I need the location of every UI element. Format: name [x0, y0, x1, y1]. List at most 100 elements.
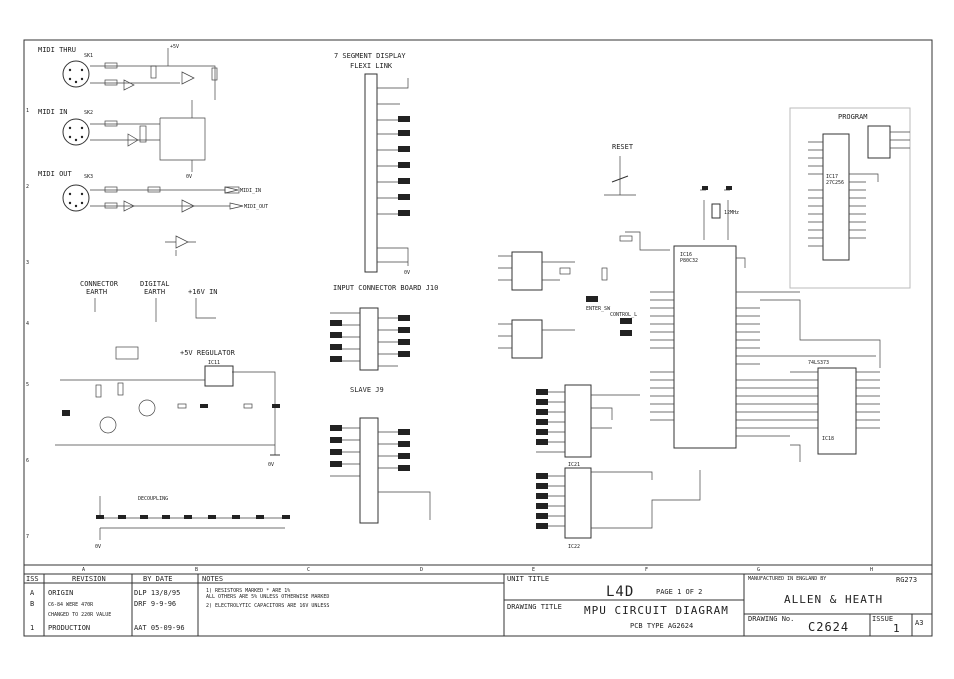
earth-block: CONNECTOR EARTH DIGITAL EARTH +16V IN [80, 280, 218, 322]
flexi-link-label: FLEXI LINK [350, 62, 393, 70]
grid-col-e: E [532, 567, 535, 573]
rev-1-by: AAT 05-09-96 [134, 624, 185, 632]
grid-col-g: G [757, 567, 760, 573]
pcb-type: PCB TYPE AG2624 [630, 622, 693, 630]
drawing-ref: RG273 [896, 576, 917, 584]
regulator-label: +5V REGULATOR [180, 349, 236, 357]
drawing-no-label: DRAWING No. [748, 615, 794, 623]
buffer-ic21: IC21 [536, 384, 640, 468]
svg-text:IC21: IC21 [568, 462, 580, 468]
grid-row-3: 3 [26, 260, 29, 266]
input-connector-label: INPUT CONNECTOR BOARD J10 [333, 284, 438, 292]
svg-text:0V: 0V [404, 270, 410, 276]
grid-row-1: 1 [26, 108, 29, 114]
svg-text:27C256: 27C256 [826, 180, 844, 186]
svg-text:IC22: IC22 [568, 544, 580, 550]
svg-text:SK1: SK1 [84, 53, 93, 59]
company-name: ALLEN & HEATH [784, 593, 883, 606]
midi-in-circuit: 0V [62, 100, 206, 180]
svg-text:IC17: IC17 [826, 174, 838, 180]
rev-a-text: ORIGIN [48, 589, 73, 597]
midi-thru-circuit: +5V [62, 44, 218, 100]
connector-earth-label: CONNECTOR [80, 280, 119, 288]
svg-text:12MHz: 12MHz [724, 210, 739, 216]
grid-col-c: C [307, 567, 310, 573]
flexi-connector: 0V [364, 73, 410, 276]
unit-title: L4D [606, 584, 634, 600]
svg-text:MIDI_IN: MIDI_IN [240, 188, 261, 194]
midi-in-label: MIDI IN [38, 108, 68, 116]
buffer-ic22: IC22 [536, 467, 701, 550]
page-number: PAGE 1 OF 2 [656, 588, 702, 596]
svg-text:CONTROL_L: CONTROL_L [610, 312, 637, 318]
svg-text:SK3: SK3 [84, 174, 93, 180]
note-2: 2) ELECTROLYTIC CAPACITORS ARE 16V UNLES… [206, 603, 329, 609]
aux-ic-lower [498, 319, 575, 359]
title-block: ISS REVISION BY DATE NOTES A ORIGIN DLP … [24, 573, 932, 636]
crystal-x1: 12MHz [700, 186, 739, 240]
decoupling-caps: 0V [95, 496, 290, 550]
svg-text:P80C32: P80C32 [680, 258, 698, 264]
drawing-title-label: DRAWING TITLE [507, 603, 562, 611]
svg-text:74LS373: 74LS373 [808, 360, 829, 366]
latch-ic18: 74LS373 IC18 [760, 299, 881, 462]
seven-seg-label: 7 SEGMENT DISPLAY [334, 52, 406, 60]
rev-b-text-2: CHANGED TO 220R VALUE [48, 612, 111, 618]
notes-header: NOTES [202, 575, 223, 583]
grid-row-2: 2 [26, 184, 29, 190]
decoupling-label: DECOUPLING [138, 496, 168, 502]
grid-col-d: D [420, 567, 423, 573]
by-date-header: BY DATE [143, 575, 173, 583]
drawing-number: C2624 [808, 620, 849, 634]
mpu-ic16: IC16 P80C32 [650, 245, 800, 449]
svg-text:SK2: SK2 [84, 110, 93, 116]
drawing-title: MPU CIRCUIT DIAGRAM [584, 604, 729, 617]
spare-gate [165, 235, 196, 256]
svg-text:0V: 0V [95, 544, 101, 550]
digital-earth-label: DIGITAL [140, 280, 170, 288]
svg-text:IC16: IC16 [680, 252, 692, 258]
grid-col-a: A [82, 567, 85, 573]
svg-text:+5V: +5V [170, 44, 179, 50]
grid-col-labels: A B C D E F G H [82, 567, 873, 573]
grid-col-b: B [195, 567, 198, 573]
drawing-border [23, 39, 933, 637]
issue-number: 1 [893, 622, 901, 635]
svg-text:0V: 0V [186, 174, 192, 180]
input-connector-j10 [330, 307, 410, 371]
aux-ic-upper [498, 251, 575, 291]
midi-thru-label: MIDI THRU [38, 46, 76, 54]
issue-label: ISSUE [872, 615, 893, 623]
rev-1-text: PRODUCTION [48, 624, 90, 632]
program-area-outline [789, 107, 911, 289]
signal-flags: ENTER_SW CONTROL_L MIDI_IN MIDI_OUT [224, 186, 637, 336]
rev-b-iss: B [30, 600, 34, 608]
svg-text:IC18: IC18 [822, 436, 834, 442]
slave-connector-j9 [330, 417, 431, 524]
unit-title-label: UNIT TITLE [507, 575, 549, 583]
sheet-size: A3 [915, 619, 923, 627]
rev-b-text: C6-84 WERE 470R [48, 602, 94, 608]
regulator-circuit: IC11 0V [55, 346, 280, 468]
midi-out-label: MIDI OUT [38, 170, 73, 178]
grid-col-f: F [645, 567, 648, 573]
program-label: PROGRAM [838, 113, 868, 121]
midi-out-circuit [62, 184, 244, 213]
svg-text:0V: 0V [268, 462, 274, 468]
note-1: 1) RESISTORS MARKED * ARE 1% [206, 588, 290, 594]
svg-text:EARTH: EARTH [86, 288, 107, 296]
rev-a-by: DLP 13/8/95 [134, 589, 180, 597]
grid-col-h: H [870, 567, 873, 573]
rev-1-iss: 1 [30, 624, 34, 632]
rev-a-iss: A [30, 589, 35, 597]
grid-row-4: 4 [26, 321, 29, 327]
reset-circuit [601, 156, 670, 281]
svg-text:IC11: IC11 [208, 360, 220, 366]
grid-row-7: 7 [26, 534, 29, 540]
grid-row-labels: 1 2 3 4 5 6 7 [26, 108, 29, 540]
eprom-ic17: IC17 27C256 [808, 125, 910, 261]
slave-j9-label: SLAVE J9 [350, 386, 384, 394]
svg-text:MIDI_OUT: MIDI_OUT [244, 204, 268, 210]
grid-row-5: 5 [26, 382, 29, 388]
